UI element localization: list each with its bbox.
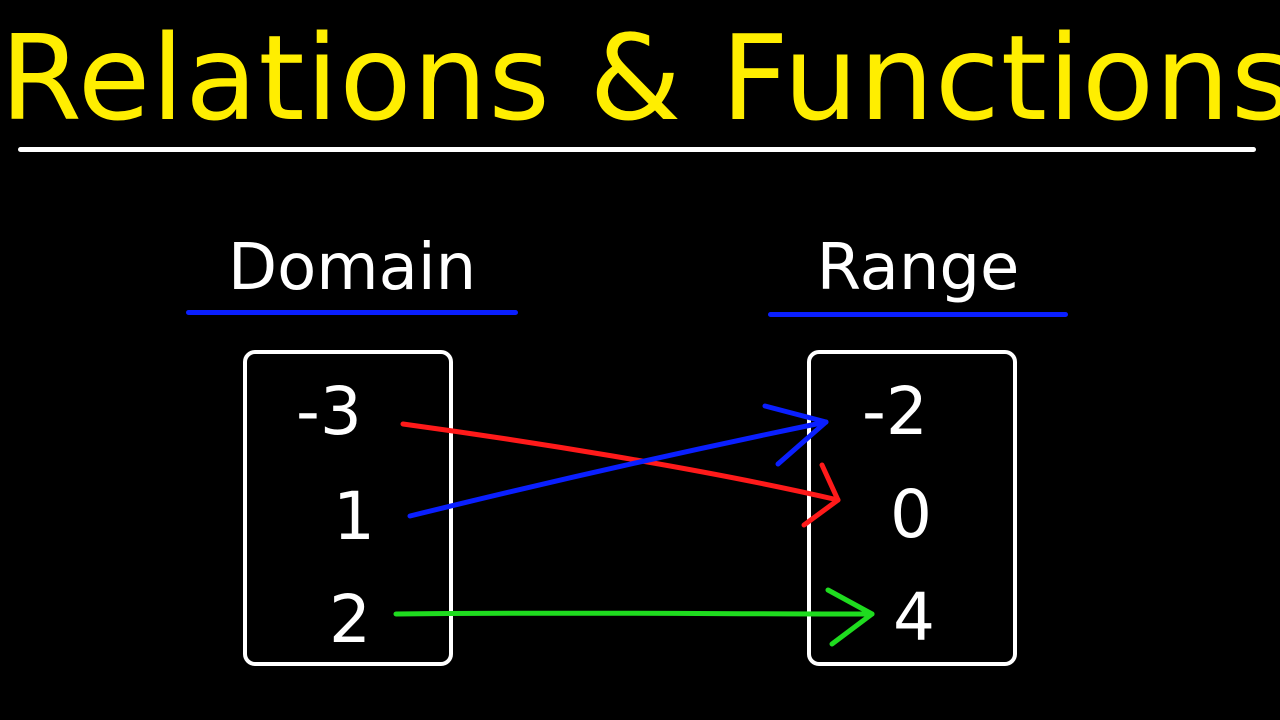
- page-title: Relations & Functions: [0, 9, 1280, 147]
- range-value: 0: [890, 476, 932, 553]
- mapping-arrow-green: [393, 610, 875, 617]
- domain-value: 2: [329, 581, 371, 658]
- domain-value: 1: [333, 478, 375, 555]
- title-divider: [18, 147, 1256, 152]
- domain-heading: Domain: [227, 231, 477, 305]
- mapping-arrow-red: [400, 421, 841, 503]
- range-value: 4: [893, 579, 935, 656]
- domain-underline: [186, 310, 518, 315]
- domain-value: -3: [296, 373, 362, 450]
- range-value: -2: [862, 373, 928, 450]
- range-underline: [768, 312, 1068, 317]
- mapping-arrow-blue: [407, 419, 829, 519]
- range-heading: Range: [816, 231, 1020, 305]
